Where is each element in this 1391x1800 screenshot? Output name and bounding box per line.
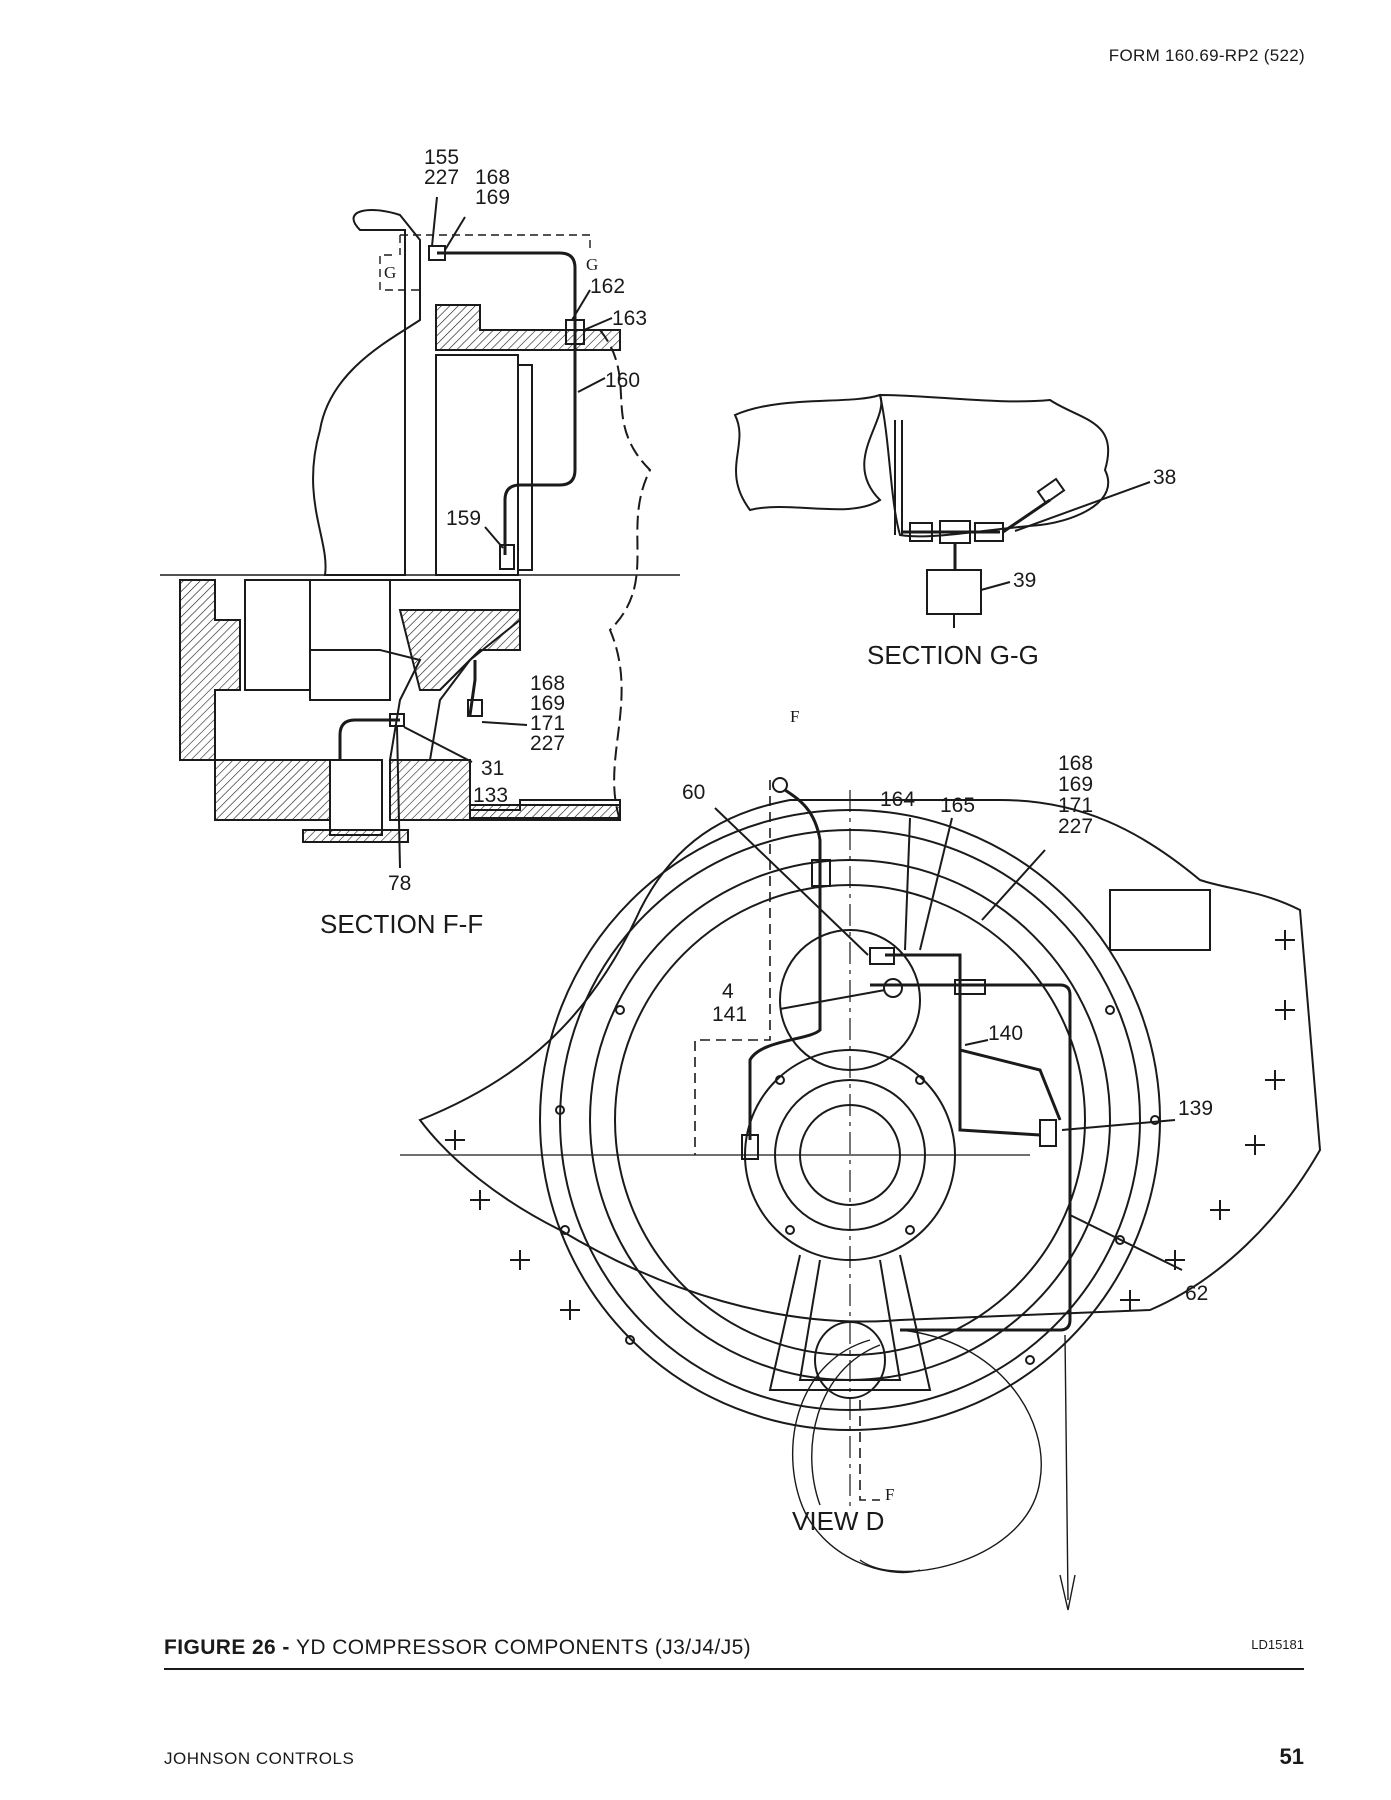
callout-133: 133 bbox=[473, 784, 508, 807]
section-ff-title: SECTION F-F bbox=[320, 909, 483, 939]
callout-163: 163 bbox=[612, 307, 647, 330]
callout-62: 62 bbox=[1185, 1282, 1208, 1305]
figure-label: FIGURE 26 - bbox=[164, 1636, 296, 1659]
footer-company: JOHNSON CONTROLS bbox=[164, 1749, 355, 1768]
callout-39: 39 bbox=[1013, 569, 1036, 592]
cut-marker-g-right: G bbox=[586, 255, 598, 274]
callout-140: 140 bbox=[988, 1022, 1023, 1045]
callout-31: 31 bbox=[481, 757, 504, 780]
callout-227-d: 227 bbox=[1058, 815, 1093, 838]
callout-168-d: 168 bbox=[1058, 752, 1093, 775]
section-gg-title: SECTION G-G bbox=[867, 640, 1039, 670]
callout-227-top: 227 bbox=[424, 166, 459, 189]
callout-171-mid: 171 bbox=[530, 712, 565, 735]
callout-171-d: 171 bbox=[1058, 794, 1093, 817]
form-number: FORM 160.69-RP2 (522) bbox=[1108, 46, 1305, 65]
callout-4: 4 bbox=[722, 980, 734, 1003]
callout-78: 78 bbox=[388, 872, 411, 895]
view-d-drawing bbox=[400, 777, 1322, 1611]
callout-227-mid: 227 bbox=[530, 732, 565, 755]
callout-165: 165 bbox=[940, 794, 975, 817]
caption-divider bbox=[164, 1668, 1304, 1670]
callout-159: 159 bbox=[446, 507, 481, 530]
callout-38: 38 bbox=[1153, 466, 1176, 489]
callout-169-d: 169 bbox=[1058, 773, 1093, 796]
callout-162: 162 bbox=[590, 275, 625, 298]
callout-164: 164 bbox=[880, 788, 915, 811]
cut-marker-f-bottom: F bbox=[885, 1485, 894, 1504]
callout-169-top: 169 bbox=[475, 186, 510, 209]
page-number: 51 bbox=[1279, 1744, 1304, 1769]
callout-168-top: 168 bbox=[475, 166, 510, 189]
figure-title: YD COMPRESSOR COMPONENTS (J3/J4/J5) bbox=[296, 1636, 752, 1659]
figure-caption-row: FIGURE 26 - YD COMPRESSOR COMPONENTS (J3… bbox=[164, 1636, 1304, 1666]
cut-marker-g-left: G bbox=[384, 263, 396, 282]
callout-160: 160 bbox=[605, 369, 640, 392]
callout-155: 155 bbox=[424, 146, 459, 169]
callout-169-mid: 169 bbox=[530, 692, 565, 715]
figure-caption: FIGURE 26 - YD COMPRESSOR COMPONENTS (J3… bbox=[164, 1636, 751, 1660]
callout-60: 60 bbox=[682, 781, 705, 804]
section-ff-drawing bbox=[160, 196, 680, 869]
callout-141: 141 bbox=[712, 1003, 747, 1026]
callout-168-mid: 168 bbox=[530, 672, 565, 695]
view-d-title: VIEW D bbox=[792, 1506, 884, 1536]
section-gg-drawing bbox=[733, 393, 1151, 628]
callout-139: 139 bbox=[1178, 1097, 1213, 1120]
cut-marker-f-top: F bbox=[790, 707, 799, 726]
drawing-id: LD15181 bbox=[1251, 1637, 1304, 1652]
